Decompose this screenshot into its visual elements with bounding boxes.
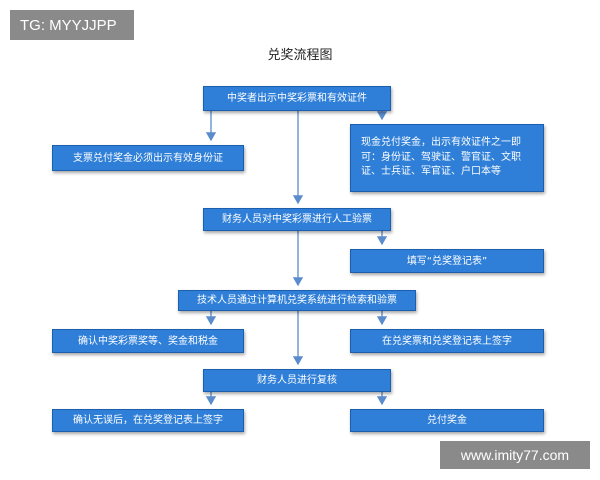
site-watermark: www.imity77.com — [440, 441, 590, 469]
node-fill-form: 填写“兑奖登记表” — [350, 249, 544, 273]
node-confirm-sign: 确认无误后，在兑奖登记表上签字 — [52, 409, 244, 432]
node-sign-ticket-form: 在兑奖票和兑奖登记表上签字 — [350, 329, 544, 353]
node-finance-review: 财务人员进行复核 — [203, 369, 391, 392]
tg-watermark: TG: MYYJJPP — [10, 10, 134, 40]
node-cash-payment: 现金兑付奖金，出示有效证件之一即可：身份证、驾驶证、警官证、文职证、士兵证、军官… — [350, 124, 544, 192]
node-pay-prize: 兑付奖金 — [350, 409, 544, 432]
diagram-title: 兑奖流程图 — [267, 48, 333, 63]
node-manual-check: 财务人员对中奖彩票进行人工验票 — [203, 208, 391, 231]
tg-watermark-text: TG: MYYJJPP — [20, 16, 117, 34]
node-confirm-level: 确认中奖彩票奖等、奖金和税金 — [52, 329, 244, 353]
node-present-ticket: 中奖者出示中奖彩票和有效证件 — [203, 86, 391, 111]
site-watermark-text: www.imity77.com — [460, 447, 570, 463]
node-computer-check: 技术人员通过计算机兑奖系统进行检索和验票 — [178, 290, 416, 311]
node-check-payment: 支票兑付奖金必须出示有效身份证 — [52, 145, 244, 171]
